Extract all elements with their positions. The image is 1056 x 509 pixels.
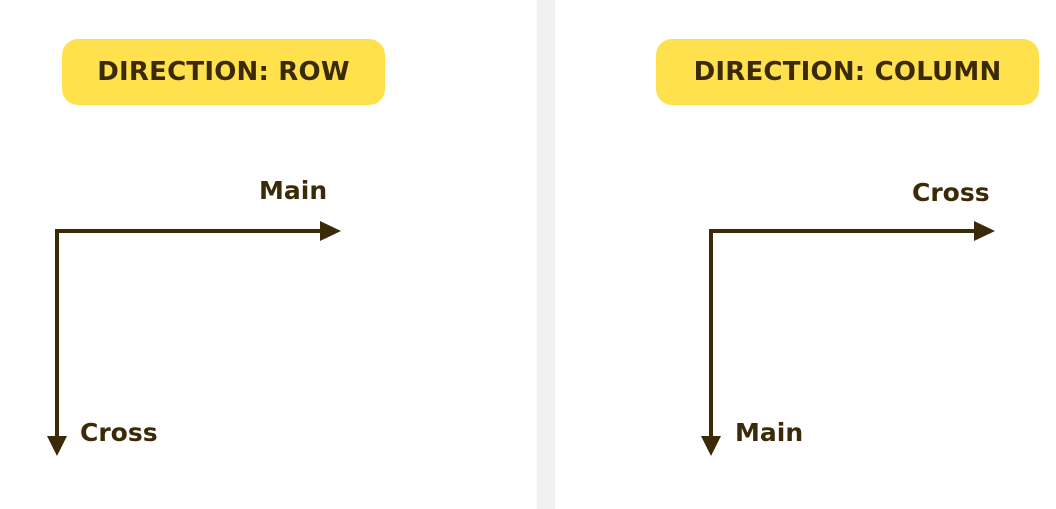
column-cross-axis-label: Cross (912, 178, 990, 207)
column-title: DIRECTION: COLUMN (693, 57, 1002, 87)
row-axes-graphic (47, 221, 341, 456)
row-vertical-arrowhead (47, 436, 67, 456)
column-title-badge: DIRECTION: COLUMN (656, 39, 1039, 105)
row-title-badge: DIRECTION: ROW (62, 39, 385, 105)
row-title: DIRECTION: ROW (97, 57, 350, 87)
row-cross-axis-label: Cross (80, 418, 158, 447)
row-main-axis-label: Main (259, 176, 328, 205)
row-horizontal-arrowhead (320, 221, 341, 241)
column-horizontal-arrowhead (974, 221, 995, 241)
column-main-axis-label: Main (735, 418, 804, 447)
column-vertical-arrowhead (701, 436, 721, 456)
panel-divider (537, 0, 555, 509)
panel-direction-column: DIRECTION: COLUMN Cross Main (555, 0, 1056, 509)
column-axes-graphic (701, 221, 995, 456)
panel-direction-row: DIRECTION: ROW Main Cross (47, 39, 385, 456)
